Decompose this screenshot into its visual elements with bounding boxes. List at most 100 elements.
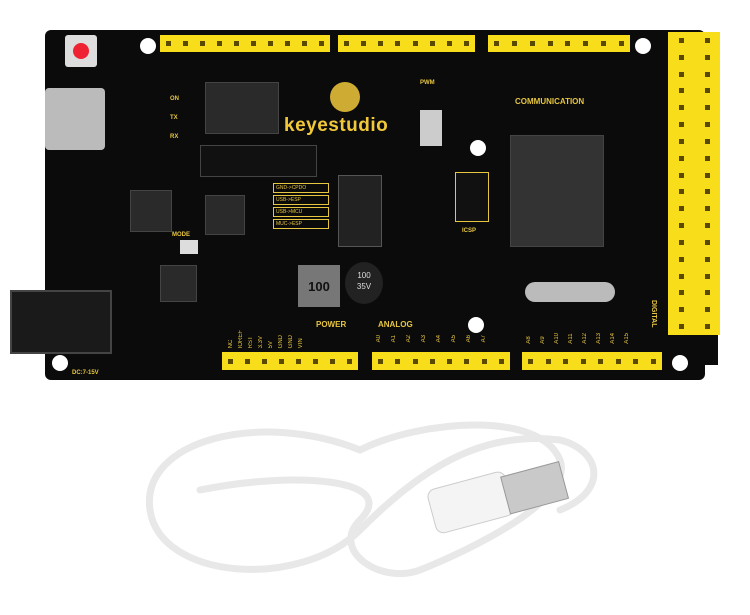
pin-label: A13 <box>596 333 602 344</box>
inductor: 100 <box>298 265 340 307</box>
header-pin <box>678 88 684 94</box>
header-pin <box>704 290 710 296</box>
header-pin <box>678 189 684 195</box>
header-pin <box>704 189 710 195</box>
mounting-hole <box>52 355 68 371</box>
header-analog-2 <box>522 352 662 370</box>
header-pin <box>678 290 684 296</box>
header-pin <box>678 71 684 77</box>
pin-label: NC <box>228 339 234 349</box>
pin-label: A4 <box>436 335 442 343</box>
header-pin <box>704 122 710 128</box>
tx-led-label: TX <box>170 115 178 121</box>
dc-power-jack <box>10 290 112 354</box>
chip <box>205 195 245 235</box>
header-pin <box>678 172 684 178</box>
slide-switch <box>420 110 442 146</box>
header-pin <box>704 138 710 144</box>
mode-label: MODE <box>172 232 190 238</box>
pin-label: 5V <box>268 341 274 349</box>
rx-led-label: RX <box>170 134 179 140</box>
header-pin <box>678 37 684 43</box>
header-pin <box>704 273 710 279</box>
pin-label: A0 <box>376 335 382 343</box>
usb-c-port <box>45 88 105 150</box>
header-pin <box>704 206 710 212</box>
pin-label: A7 <box>481 335 487 343</box>
header-pin <box>704 105 710 111</box>
reset-button <box>65 35 97 67</box>
mode-label: USB->MCU <box>273 207 329 217</box>
header-pin <box>704 155 710 161</box>
header-digital <box>668 32 720 335</box>
capacitor-voltage: 35V <box>356 282 372 291</box>
pin-label: GND <box>288 335 294 349</box>
analog-label: ANALOG <box>378 320 413 329</box>
mounting-hole <box>672 355 688 371</box>
mounting-hole <box>140 38 156 54</box>
pin-label: A11 <box>568 333 574 344</box>
header-pin <box>678 122 684 128</box>
esp-header <box>200 145 317 177</box>
header-pin <box>678 223 684 229</box>
pin-label: A14 <box>610 333 616 344</box>
dc-input-label: DC:7-15V <box>72 370 99 376</box>
mode-label: USB->ESP <box>273 195 329 205</box>
header-power <box>222 352 358 370</box>
pin-label: GND <box>278 335 284 349</box>
pin-label: A5 <box>451 335 457 343</box>
pin-label: RST <box>248 336 254 349</box>
pin-label: A9 <box>540 336 546 344</box>
icsp-header <box>455 172 489 222</box>
communication-label: COMMUNICATION <box>515 97 585 106</box>
header-pin <box>678 138 684 144</box>
mounting-hole <box>635 38 651 54</box>
header-pin <box>704 307 710 313</box>
header-pin <box>678 105 684 111</box>
chip <box>130 190 172 232</box>
mode-label: MUC->ESP <box>273 219 329 229</box>
cable-wire <box>146 421 598 578</box>
pin-label: A15 <box>624 333 630 344</box>
header-pin <box>678 239 684 245</box>
voltage-regulator <box>160 265 197 302</box>
pin-label: A6 <box>466 335 472 343</box>
dip-switch <box>338 175 382 247</box>
pin-label: A2 <box>406 335 412 343</box>
usb-cable <box>146 421 598 578</box>
header-pin <box>704 239 710 245</box>
usb-serial-chip <box>205 82 279 134</box>
mounting-hole <box>470 140 486 156</box>
digital-label: DIGITAL <box>650 300 657 328</box>
reset-button-cap <box>73 43 89 59</box>
header-pin <box>704 323 710 329</box>
header-pin <box>678 256 684 262</box>
pin-label: A12 <box>582 333 588 344</box>
power-label: POWER <box>316 320 347 329</box>
mode-selector-labels: GND->CPDO USB->ESP USB->MCU MUC->ESP <box>273 183 329 231</box>
pwm-label: PWM <box>420 80 435 86</box>
pin-label: 3.3V <box>258 336 264 349</box>
usb-plug-connector <box>500 461 570 515</box>
header-pin <box>704 223 710 229</box>
pin-label: A1 <box>391 335 397 343</box>
pin-label: VIN <box>298 338 304 349</box>
header-pin <box>678 155 684 161</box>
header-top-2 <box>338 35 475 52</box>
header-pin <box>678 307 684 313</box>
atmega2560-chip <box>510 135 604 247</box>
header-pin <box>678 273 684 279</box>
pin-label: A8 <box>526 336 532 344</box>
header-pin <box>704 71 710 77</box>
header-pin <box>678 206 684 212</box>
header-pin <box>704 37 710 43</box>
mode-label: GND->CPDO <box>273 183 329 193</box>
on-led-label: ON <box>170 96 179 102</box>
header-pin <box>704 88 710 94</box>
mode-button <box>180 240 198 254</box>
crystal-oscillator <box>525 282 615 302</box>
mounting-hole <box>468 317 484 333</box>
